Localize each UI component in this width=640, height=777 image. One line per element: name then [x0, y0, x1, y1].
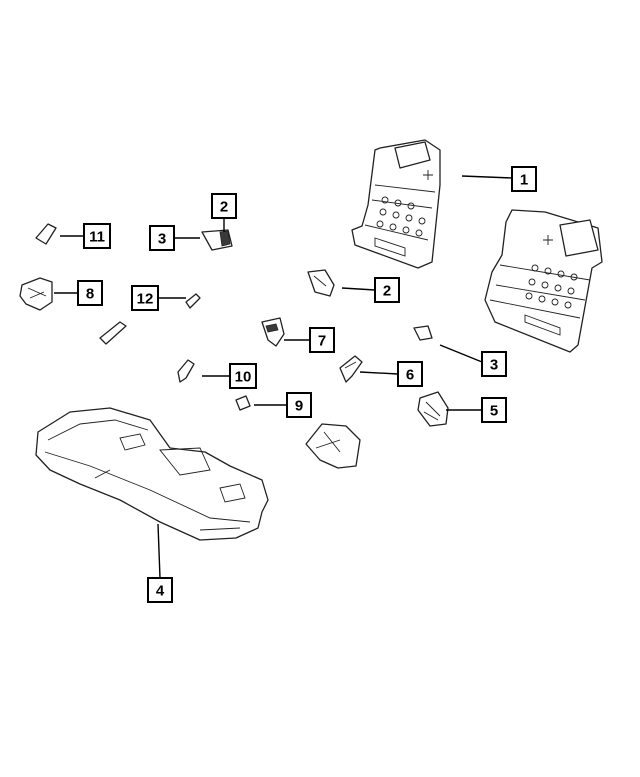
callout-12-label: 12 [137, 291, 154, 308]
callout-11-label: 11 [89, 229, 105, 246]
callout-3-right: 3 [481, 351, 507, 377]
callout-5: 5 [481, 397, 507, 423]
callout-12: 12 [131, 285, 159, 311]
callout-7-label: 7 [318, 333, 326, 350]
part-9-clip [235, 395, 251, 411]
part-4-seat-cushion [35, 407, 269, 541]
callout-3-left: 3 [149, 225, 175, 251]
callout-6: 6 [397, 361, 423, 387]
part-12-pin [185, 293, 201, 309]
callout-9: 9 [286, 392, 312, 418]
callout-4: 4 [147, 577, 173, 603]
callout-9-label: 9 [295, 398, 303, 415]
part-2-bracket [307, 269, 335, 297]
callout-2-upper: 2 [211, 193, 237, 219]
callout-2-lower: 2 [374, 277, 400, 303]
callout-3-left-label: 3 [158, 231, 166, 248]
part-2-latch-upper [201, 229, 233, 251]
leader-lines [54, 175, 513, 579]
part-bracket-assembly [305, 423, 361, 469]
part-5-bracket [417, 391, 449, 427]
part-10-bracket [177, 359, 195, 383]
callout-11: 11 [83, 223, 111, 249]
part-seat-back-right [484, 209, 603, 353]
callout-4-label: 4 [156, 583, 165, 600]
callout-3-right-label: 3 [490, 357, 498, 374]
part-3-clip [413, 325, 433, 341]
callout-1-label: 1 [520, 172, 528, 189]
part-1-seat-back-left [351, 139, 441, 269]
callout-7: 7 [309, 327, 335, 353]
part-6-hinge [339, 355, 363, 383]
part-7-latch [261, 317, 285, 347]
callout-2-upper-label: 2 [220, 199, 228, 216]
part-8-bracket [19, 277, 53, 311]
callout-8: 8 [77, 280, 103, 306]
callout-1: 1 [511, 166, 537, 192]
part-11-clip [35, 223, 57, 245]
callout-8-label: 8 [86, 286, 94, 303]
part-rail [99, 321, 127, 345]
callout-2-lower-label: 2 [383, 283, 391, 300]
callout-6-label: 6 [406, 367, 414, 384]
callout-10: 10 [229, 363, 257, 389]
callout-10-label: 10 [235, 369, 252, 386]
callout-5-label: 5 [490, 403, 498, 420]
